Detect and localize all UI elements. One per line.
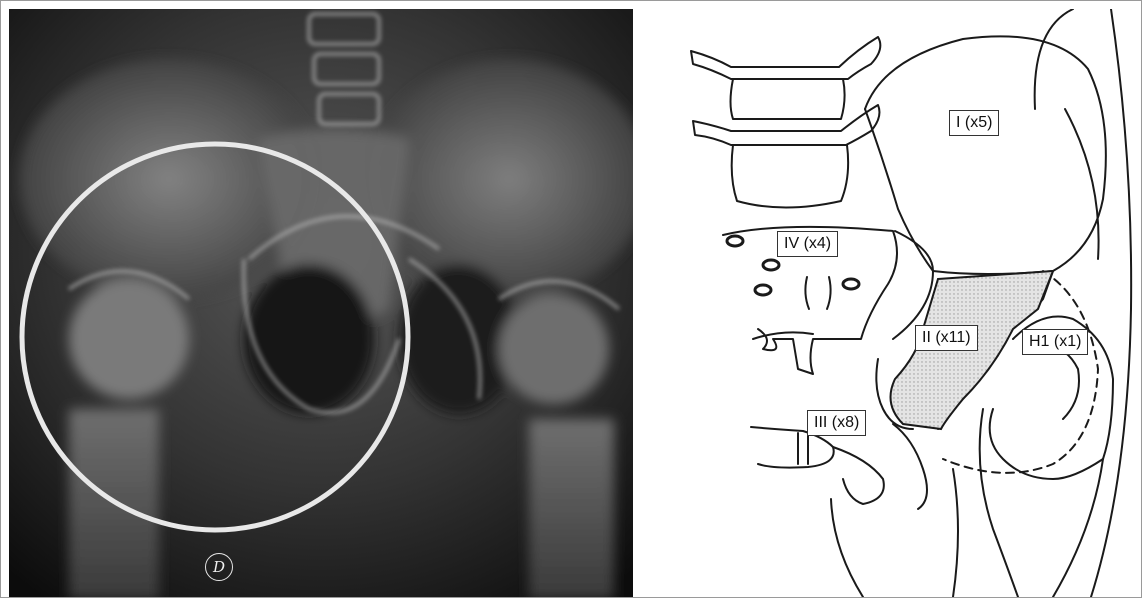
- zone-i-label: I (x5): [949, 110, 999, 136]
- pelvis-zone-diagram: I (x5) IV (x4) II (x11) H1 (x1) III (x8): [633, 9, 1138, 597]
- zone-iii-label: III (x8): [807, 410, 866, 436]
- zone-ii-label: II (x11): [915, 325, 978, 351]
- zone-h1-label: H1 (x1): [1022, 329, 1088, 355]
- zone-iii-label-text: III (x8): [814, 414, 859, 431]
- xray-drawing: [9, 9, 633, 597]
- zone-i-label-text: I (x5): [956, 114, 992, 131]
- zone-iv-label: IV (x4): [777, 231, 838, 257]
- side-marker-text: D: [213, 558, 225, 576]
- zone-h1-label-text: H1 (x1): [1029, 333, 1081, 350]
- side-marker-badge: D: [205, 553, 233, 581]
- zone-ii-label-text: II (x11): [922, 329, 971, 346]
- diagram-drawing: [633, 9, 1138, 597]
- zone-iv-label-text: IV (x4): [784, 235, 831, 252]
- pelvis-xray-image: D: [9, 9, 633, 597]
